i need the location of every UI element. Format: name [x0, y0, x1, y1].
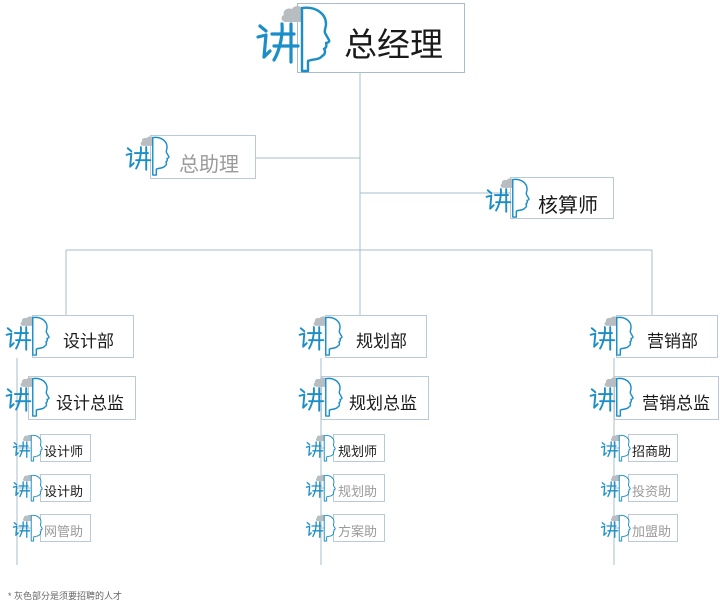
- node-label: 投资助: [632, 484, 672, 499]
- jiang-speaking-head-logo-icon: [305, 434, 336, 462]
- node-label: 设计师: [44, 444, 84, 459]
- node-marketing-staff-2: 投资助: [600, 474, 678, 502]
- jiang-speaking-head-logo-icon: [5, 316, 50, 356]
- node-label: 设计部: [63, 332, 114, 351]
- jiang-speaking-head-logo-icon: [5, 377, 50, 417]
- jiang-speaking-head-logo-icon: [589, 377, 634, 417]
- node-label: 规划助: [338, 484, 378, 499]
- jiang-speaking-head-logo-icon: [12, 474, 43, 502]
- jiang-speaking-head-logo-icon: [12, 434, 43, 462]
- node-marketing-director: 营销总监: [589, 376, 719, 420]
- node-design-staff-2: 设计助: [12, 474, 91, 502]
- node-label: 规划总监: [349, 394, 417, 413]
- jiang-speaking-head-logo-icon: [485, 178, 530, 218]
- node-design-staff-3: 网管助: [12, 514, 91, 542]
- node-planning-staff-2: 规划助: [305, 474, 385, 502]
- node-label: 规划部: [356, 332, 407, 351]
- jiang-speaking-head-logo-icon: [600, 514, 631, 542]
- node-label: 网管助: [44, 524, 84, 539]
- jiang-speaking-head-logo-icon: [12, 514, 43, 542]
- jiang-speaking-head-logo-icon: [600, 474, 631, 502]
- node-planning-director: 规划总监: [298, 376, 429, 420]
- node-label: 加盟助: [632, 524, 672, 539]
- jiang-speaking-head-logo-icon: [256, 6, 331, 73]
- node-assistant: 总助理: [125, 135, 256, 179]
- jiang-speaking-head-logo-icon: [298, 377, 343, 417]
- jiang-speaking-head-logo-icon: [600, 434, 631, 462]
- node-marketing-dept: 营销部: [589, 315, 718, 358]
- node-marketing-staff-1: 招商助: [600, 434, 678, 462]
- node-label: 设计助: [44, 484, 84, 499]
- node-label: 营销部: [647, 332, 698, 351]
- node-label: 规划师: [338, 444, 378, 459]
- jiang-speaking-head-logo-icon: [305, 514, 336, 542]
- jiang-speaking-head-logo-icon: [298, 316, 343, 356]
- node-design-staff-1: 设计师: [12, 434, 91, 462]
- node-label: 招商助: [632, 444, 672, 459]
- jiang-speaking-head-logo-icon: [125, 136, 170, 176]
- jiang-speaking-head-logo-icon: [589, 316, 634, 356]
- node-design-director: 设计总监: [5, 376, 136, 420]
- node-planning-staff-3: 方案助: [305, 514, 385, 542]
- node-label: 设计总监: [56, 394, 124, 413]
- node-label: 核算师: [538, 195, 598, 217]
- node-label: 营销总监: [642, 394, 710, 413]
- node-label: 方案助: [338, 524, 378, 539]
- node-general-manager: 总经理: [256, 3, 465, 73]
- node-planning-staff-1: 规划师: [305, 434, 385, 462]
- node-marketing-staff-3: 加盟助: [600, 514, 678, 542]
- footnote: * 灰色部分是须要招聘的人才: [8, 591, 123, 601]
- node-design-dept: 设计部: [5, 315, 134, 358]
- jiang-speaking-head-logo-icon: [305, 474, 336, 502]
- node-planning-dept: 规划部: [298, 315, 427, 358]
- node-label: 总经理: [344, 26, 443, 63]
- node-label: 总助理: [179, 154, 239, 176]
- node-accountant: 核算师: [485, 177, 614, 219]
